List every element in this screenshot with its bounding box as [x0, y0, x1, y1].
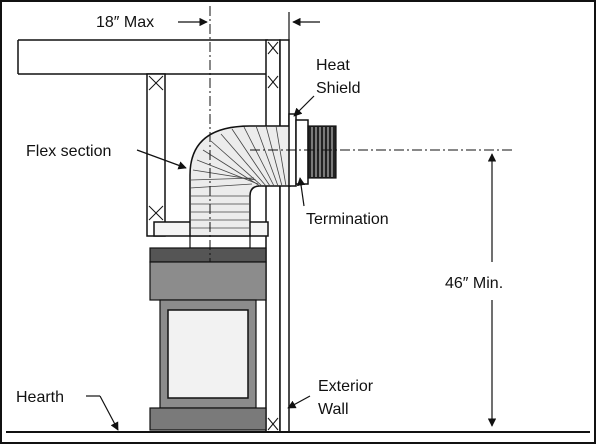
termination-cap: [295, 119, 337, 185]
stove: [149, 247, 267, 431]
stove-glass: [167, 309, 249, 399]
exterior-wall-studs: [265, 39, 290, 433]
label-termination: Termination: [306, 211, 389, 228]
label-max-offset: 18″ Max: [96, 14, 154, 31]
flex-section-pipe: [189, 125, 291, 237]
stove-base: [149, 407, 267, 431]
vent-collar: [189, 235, 251, 249]
max-offset-dimension: [178, 12, 320, 40]
label-min-height: 46″ Min.: [445, 275, 503, 292]
label-heat-shield-line1: Heat: [316, 57, 350, 74]
label-heat-shield-line2: Shield: [316, 80, 360, 97]
label-hearth: Hearth: [16, 389, 64, 406]
label-flex-section: Flex section: [26, 143, 111, 160]
ceiling: [17, 39, 268, 75]
label-exterior-wall-line2: Wall: [318, 401, 349, 418]
leader-lines: [86, 95, 315, 431]
label-exterior-wall-line1: Exterior: [318, 378, 374, 395]
